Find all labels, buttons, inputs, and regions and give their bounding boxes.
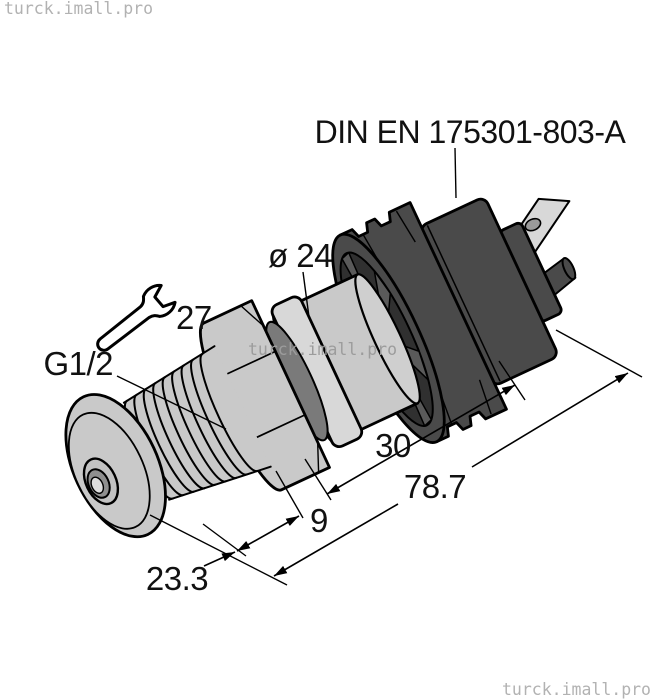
hex-facet-line <box>225 350 276 376</box>
leader-line-thread <box>116 375 227 430</box>
thread-crest <box>190 358 248 476</box>
dimension-line-9 <box>236 515 300 552</box>
extension-line-body-front <box>304 458 332 501</box>
thread-crest <box>180 364 238 480</box>
hex-bevel-line <box>240 305 265 327</box>
label-wrench-size: 27 <box>176 299 212 336</box>
thread-crest <box>199 352 259 473</box>
knurl-facet-line <box>395 210 416 243</box>
dimension-line-78-right <box>471 372 629 468</box>
connector-rear-edge-line <box>426 225 501 382</box>
extension-line-device-end <box>555 329 643 378</box>
hex-bevel-line <box>316 442 320 473</box>
label-body-diameter: ø 24 <box>268 237 332 274</box>
annotations: DIN EN 175301-803-A ø 24 27 G1/2 30 78.7… <box>43 114 643 597</box>
thread-crest <box>161 376 217 486</box>
extension-line-hex-front <box>202 523 247 557</box>
dimension-label-overall-length: 78.7 <box>404 468 466 505</box>
extension-line-body-rear <box>498 360 526 401</box>
port-hole <box>90 476 105 494</box>
hex-facet-line <box>251 414 306 441</box>
watermark-bottom-right: turck.imall.pro <box>502 680 651 699</box>
side-terminal-stub-end <box>561 257 577 281</box>
dimension-label-collar-length: 9 <box>310 502 328 539</box>
thread-crest <box>152 382 206 490</box>
dimension-label-body-length: 30 <box>375 427 411 464</box>
thread-silhouette-bottom <box>168 465 272 501</box>
extension-line-tip <box>149 514 288 586</box>
label-thread-size: G1/2 <box>43 345 113 382</box>
wrench-icon <box>96 283 177 352</box>
watermark-top-left: turck.imall.pro <box>4 0 153 18</box>
dimension-line-78-left <box>273 503 399 577</box>
thread-crest <box>142 387 196 493</box>
sensor-body-group <box>64 197 577 539</box>
watermark-center: turck.imall.pro <box>248 340 397 359</box>
leader-line-din <box>454 147 457 199</box>
thread-silhouette-top <box>122 345 216 404</box>
dimension-label-thread-length: 23.3 <box>146 560 208 597</box>
spade-terminal-hole <box>524 217 542 232</box>
dimension-line-30 <box>326 384 516 495</box>
dimension-line-23 <box>203 551 236 567</box>
leader-line-diameter <box>302 271 310 318</box>
thread-crest <box>171 370 227 483</box>
label-connector-standard: DIN EN 175301-803-A <box>315 114 627 150</box>
pressure-port-tip <box>64 393 167 539</box>
extension-line-collar <box>275 470 304 519</box>
